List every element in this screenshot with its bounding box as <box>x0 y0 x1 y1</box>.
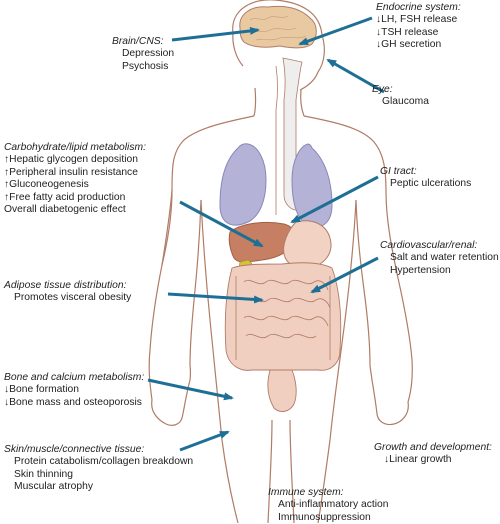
label-bone-item: ↓Bone mass and osteoporosis <box>4 396 142 408</box>
label-endocrine-heading: Endocrine system: <box>376 2 461 13</box>
label-gi: GI tract: Peptic ulcerations <box>380 166 471 191</box>
pointer-arrows <box>147 16 385 452</box>
label-cardio-heading: Cardiovascular/renal: <box>380 240 478 251</box>
label-skin-item: Skin thinning <box>14 468 73 480</box>
label-endocrine-item: ↓LH, FSH release <box>376 14 458 26</box>
label-carb: Carbohydrate/lipid metabolism: ↑Hepatic … <box>4 142 146 216</box>
label-immune-heading: Immune system: <box>268 487 344 498</box>
label-bone-heading: Bone and calcium metabolism: <box>4 372 145 383</box>
label-growth: Growth and development: ↓Linear growth <box>374 442 492 467</box>
label-endocrine: Endocrine system: ↓LH, FSH release ↓TSH … <box>376 2 461 52</box>
label-cardio: Cardiovascular/renal: Salt and water ret… <box>380 240 499 277</box>
label-growth-item: ↓Linear growth <box>384 454 452 466</box>
label-eye-heading: Eye: <box>372 84 393 95</box>
label-gi-heading: GI tract: <box>380 166 417 177</box>
label-skin-heading: Skin/muscle/connective tissue: <box>4 444 145 455</box>
label-brain-item: Psychosis <box>122 60 169 72</box>
arrow-eye <box>326 58 385 94</box>
label-carb-item: ↑Free fatty acid production <box>4 191 126 203</box>
label-immune: Immune system: Anti-inflammatory action … <box>268 487 388 524</box>
label-adipose-heading: Adipose tissue distribution: <box>4 280 127 291</box>
label-endocrine-item: ↓TSH release <box>376 26 439 38</box>
label-gi-item: Peptic ulcerations <box>390 178 472 190</box>
label-skin-item: Muscular atrophy <box>14 481 93 493</box>
arrow-gi <box>290 175 379 224</box>
label-brain-item: Depression <box>122 48 175 60</box>
label-immune-item: Anti-inflammatory action <box>278 499 389 511</box>
arrow-cardio <box>310 256 379 294</box>
label-bone-item: ↓Bone formation <box>4 384 79 396</box>
label-carb-item: ↑Peripheral insulin resistance <box>4 166 138 178</box>
arrow-skin <box>179 430 230 452</box>
label-brain: Brain/CNS: Depression Psychosis <box>112 36 174 73</box>
label-brain-heading: Brain/CNS: <box>112 36 164 47</box>
label-endocrine-item: ↓GH secretion <box>376 39 442 51</box>
label-skin: Skin/muscle/connective tissue: Protein c… <box>4 444 193 494</box>
label-immune-item: Immunosuppression <box>278 511 371 523</box>
label-eye: Eye: Glaucoma <box>372 84 429 109</box>
label-carb-item: ↑Hepatic glycogen deposition <box>4 154 138 166</box>
arrow-brain <box>171 26 260 42</box>
right-lung <box>291 143 333 228</box>
label-adipose-item: Promotes visceral obesity <box>14 292 132 304</box>
left-lung <box>219 143 267 226</box>
label-carb-item: Overall diabetogenic effect <box>4 204 126 216</box>
label-eye-item: Glaucoma <box>382 96 429 108</box>
airway <box>282 57 303 211</box>
label-bone: Bone and calcium metabolism: ↓Bone forma… <box>4 372 144 409</box>
esophagus <box>275 65 278 215</box>
arrow-adipose <box>167 292 264 304</box>
label-cardio-item: Hypertension <box>390 264 451 276</box>
label-growth-heading: Growth and development: <box>374 442 492 453</box>
arrow-endocrine <box>298 16 373 46</box>
stomach <box>283 220 332 269</box>
label-carb-item: ↑Gluconeogenesis <box>4 179 89 191</box>
label-carb-heading: Carbohydrate/lipid metabolism: <box>4 142 146 153</box>
label-skin-item: Protein catabolism/collagen breakdown <box>14 456 194 468</box>
label-cardio-item: Salt and water retention <box>390 252 499 264</box>
arrow-bone <box>147 378 234 401</box>
intestines <box>224 262 342 371</box>
body-outline <box>148 0 413 523</box>
label-adipose: Adipose tissue distribution: Promotes vi… <box>4 280 131 305</box>
arrow-carb <box>179 200 264 248</box>
rectum <box>267 369 297 412</box>
